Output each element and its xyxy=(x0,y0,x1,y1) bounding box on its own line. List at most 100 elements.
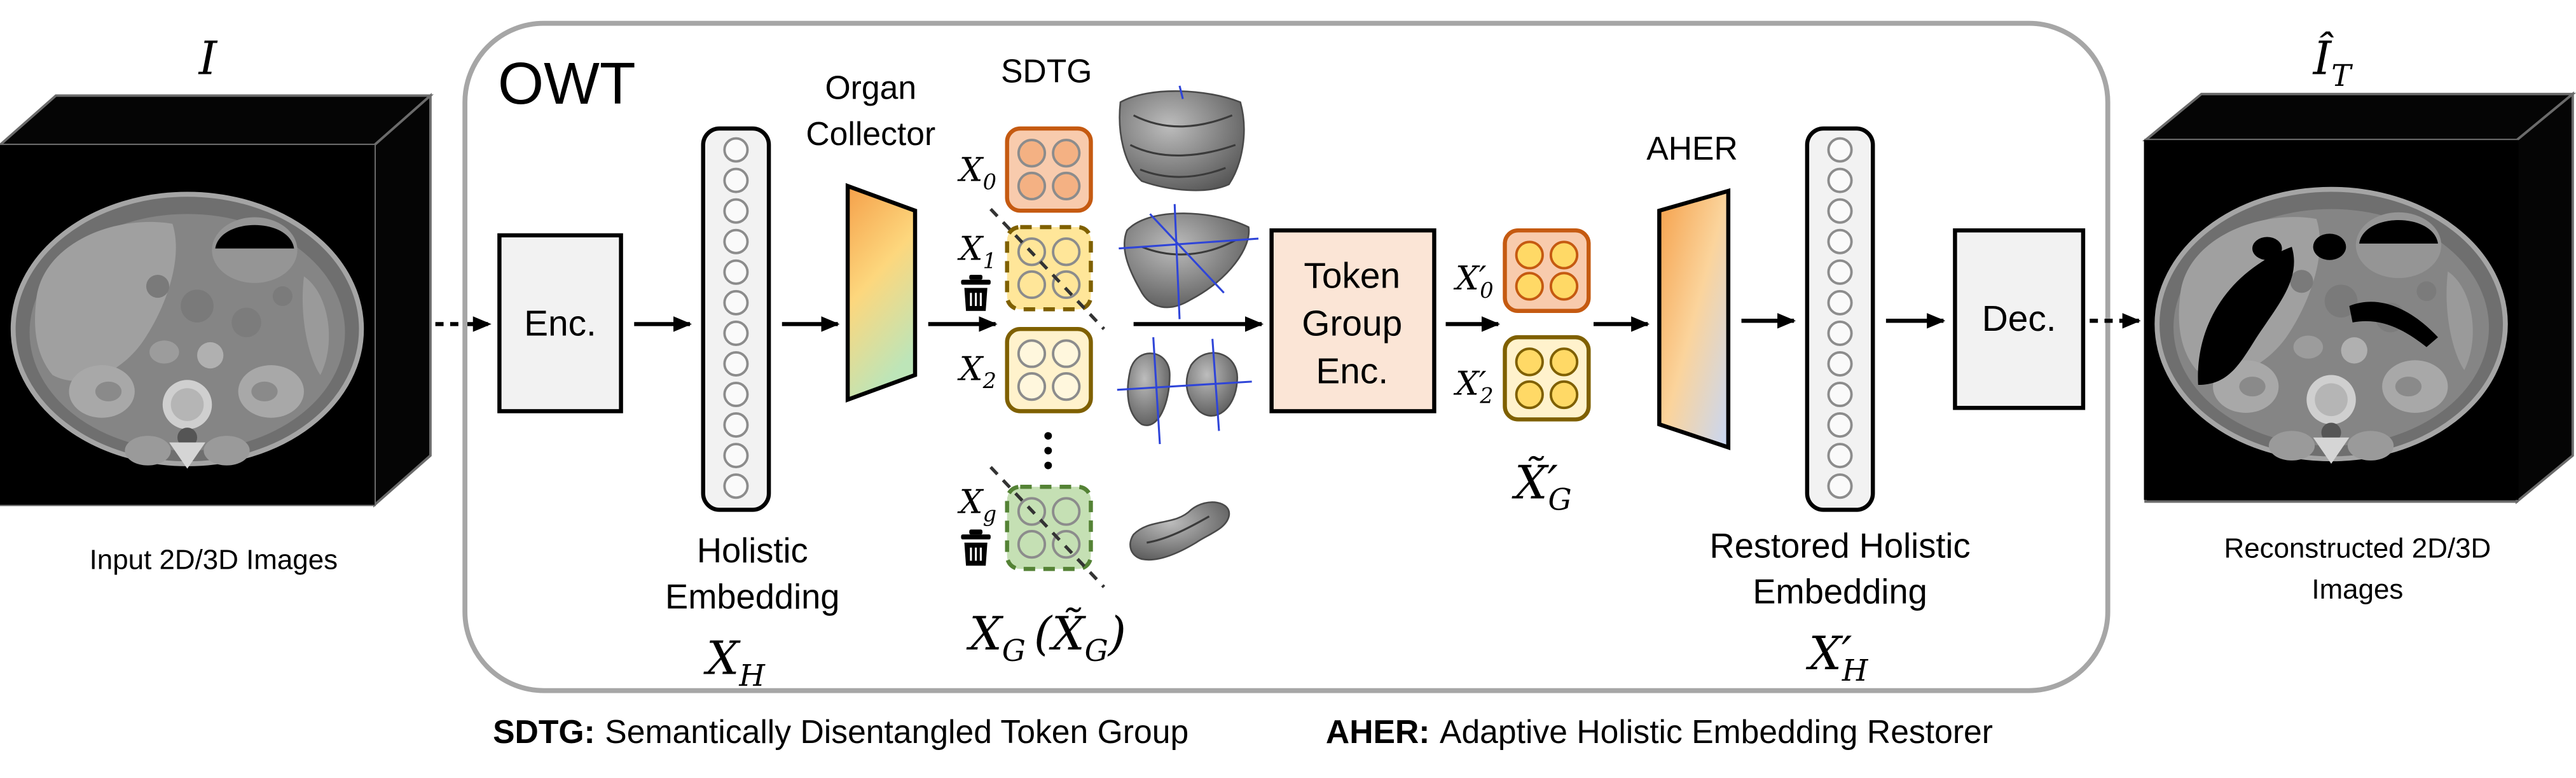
output-symbol: ÎT xyxy=(2312,31,2353,93)
holistic-embedding-cell xyxy=(723,443,749,469)
symbol-base: X xyxy=(1805,627,1843,681)
restored-embedding-symbol: X′H xyxy=(1805,627,1868,688)
label-base: X xyxy=(1453,260,1480,298)
token-group-encoder-label-line-3: Enc. xyxy=(1316,351,1388,391)
retained-group-x0-cell xyxy=(1549,240,1579,270)
restored-embedding-cell xyxy=(1827,351,1853,377)
token-group-x1-cell xyxy=(1052,237,1081,267)
token-group-x1: X1 xyxy=(957,207,1106,330)
holistic-embedding-symbol: XH xyxy=(703,632,766,693)
token-group-x2-cells xyxy=(1017,339,1081,401)
output-caption-line-1: Reconstructed 2D/3D xyxy=(2224,532,2491,564)
label-base: X xyxy=(957,230,984,268)
sdtg-title: SDTG xyxy=(1001,53,1092,90)
token-group-x0-cell xyxy=(1017,139,1047,168)
symbol-sub: T xyxy=(2331,59,2353,93)
holistic-embedding-cell xyxy=(723,289,749,316)
restored-embedding-label-line-1: Restored Holistic xyxy=(1710,527,1971,565)
restored-embedding-cell xyxy=(1827,473,1853,499)
output-cube-top-face xyxy=(2142,92,2576,142)
restored-embedding-cell xyxy=(1827,259,1853,285)
symbol-base: X̃ xyxy=(1512,455,1549,510)
label-prime: ′ xyxy=(1479,260,1487,298)
symbol-base: X xyxy=(966,608,1003,661)
organ-render-kidneys-icon xyxy=(1117,337,1252,445)
decoder-box xyxy=(1953,228,2086,410)
legend-term: SDTG: xyxy=(493,713,595,750)
token-group-xg-cell xyxy=(1017,530,1047,559)
token-group-x0-box xyxy=(1005,126,1093,213)
token-group-x2-cell xyxy=(1017,339,1047,368)
label-base: X xyxy=(957,350,984,388)
token-group-xg-cell xyxy=(1052,497,1081,526)
restored-embedding-cell xyxy=(1827,167,1853,193)
token-group-x1-label: X1 xyxy=(957,230,996,274)
token-group-encoder-box xyxy=(1269,228,1436,413)
retained-group-x0-label: X′0 xyxy=(1453,260,1494,303)
token-group-x0-cells xyxy=(1017,139,1081,201)
symbol-prime: ′ xyxy=(1842,627,1852,681)
input-cube-top-face xyxy=(0,94,434,146)
retained-group-x0-cell xyxy=(1549,272,1579,301)
holistic-embedding-column xyxy=(701,126,771,512)
token-groups-symbol: XG(X̃G) xyxy=(966,607,1126,668)
retained-group-x2-box xyxy=(1503,335,1591,422)
organ-render-liver-icon xyxy=(1119,204,1259,319)
retained-groups-symbol: X̃′G xyxy=(1512,455,1572,517)
token-group-xg: Xg xyxy=(957,466,1106,588)
symbol-base: Î xyxy=(2312,31,2334,86)
output-image-cube xyxy=(2142,91,2576,504)
label-sub: 2 xyxy=(982,368,996,393)
token-group-xg-label: Xg xyxy=(957,483,996,527)
retained-group-x2-cell xyxy=(1515,380,1544,410)
restored-embedding-cell xyxy=(1827,320,1853,346)
restored-embedding-label-line-2: Embedding xyxy=(1753,573,1927,611)
input-cube-side-face xyxy=(373,93,432,508)
legend-definition: Semantically Disentangled Token Group xyxy=(605,713,1188,750)
retained-group-x0: X′0 xyxy=(1453,228,1591,314)
aher-block: AHER xyxy=(1646,130,1738,450)
restored-embedding-column xyxy=(1805,126,1875,512)
holistic-embedding-cell xyxy=(723,473,749,499)
label-sub: 2 xyxy=(1479,383,1493,408)
holistic-embedding-cell xyxy=(723,228,749,254)
holistic-embedding-label-line-2: Embedding xyxy=(665,578,839,616)
retained-group-x0-cell xyxy=(1515,272,1544,301)
token-group-x2-cell xyxy=(1052,372,1081,401)
retained-group-x2-cell xyxy=(1549,380,1579,410)
holistic-embedding: Holistic Embedding XH xyxy=(665,126,839,693)
symbol-sub: G xyxy=(1548,482,1571,517)
holistic-embedding-cell xyxy=(723,167,749,193)
organ-collector-label-line-1: Organ xyxy=(825,69,916,106)
label-sub: g xyxy=(983,501,997,526)
token-group-x0-cell xyxy=(1052,171,1081,201)
token-group-encoder-label-line-1: Token xyxy=(1304,256,1400,296)
token-group-encoder-label-line-2: Group xyxy=(1302,304,1402,344)
holistic-embedding-cell xyxy=(723,259,749,285)
restored-embedding-cell xyxy=(1827,198,1853,224)
token-group-x0-cell xyxy=(1017,171,1047,201)
legend-definition: Adaptive Holistic Embedding Restorer xyxy=(1440,713,1993,750)
restored-embedding-cell xyxy=(1827,443,1853,469)
label-base: X xyxy=(957,151,984,190)
token-group-x2: X2 xyxy=(957,326,1093,413)
token-group-encoder: Token Group Enc. xyxy=(1269,228,1436,413)
owt-title: OWT xyxy=(498,50,636,116)
holistic-embedding-cells xyxy=(723,137,749,499)
label-sub: 1 xyxy=(983,249,996,274)
organ-render-pancreas-icon xyxy=(1129,501,1230,561)
label-prime: ′ xyxy=(1479,365,1487,403)
input-image-cube xyxy=(0,93,434,508)
token-group-x2-box xyxy=(1005,326,1093,413)
output-cube-side-face xyxy=(2516,91,2574,504)
restored-embedding-cell xyxy=(1827,137,1853,163)
label-sub: 0 xyxy=(983,170,996,195)
retained-group-x2-cells xyxy=(1515,347,1579,410)
retained-group-x2: X′2 xyxy=(1453,335,1591,422)
label-sub: 0 xyxy=(1480,278,1493,303)
legend-aher: AHER:Adaptive Holistic Embedding Restore… xyxy=(1326,713,1993,750)
aher-trapezoid xyxy=(1657,188,1731,450)
token-group-x0-cell xyxy=(1052,139,1081,168)
legend-sdtg: SDTG: Semantically Disentangled Token Gro… xyxy=(493,713,1188,750)
retained-group-x0-cell xyxy=(1515,240,1544,270)
